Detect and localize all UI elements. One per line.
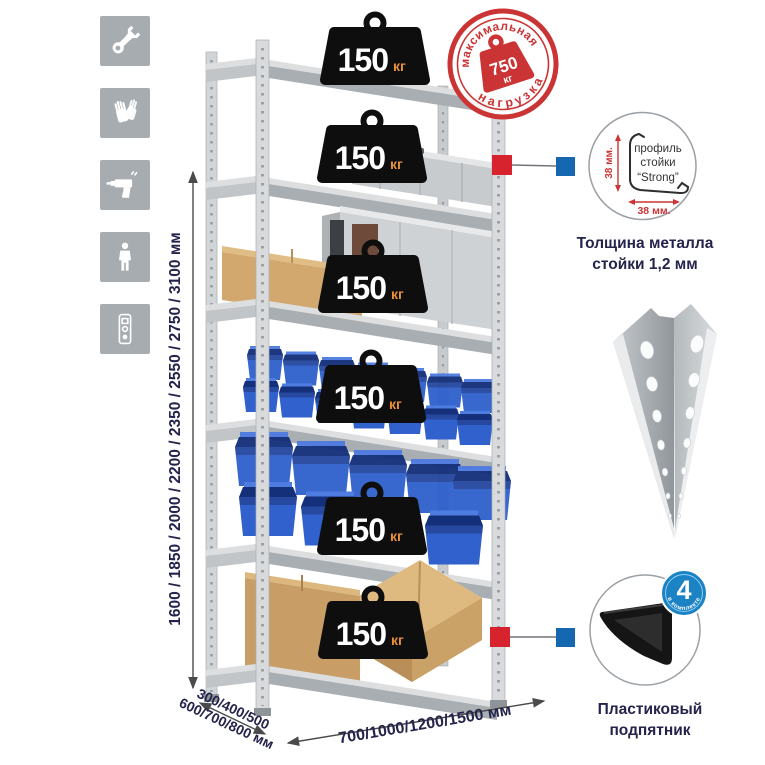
perforations bbox=[640, 334, 704, 519]
person-tile bbox=[100, 232, 150, 282]
load-value: 150 bbox=[338, 42, 389, 78]
load-badge-6: 150 кг bbox=[318, 585, 428, 659]
shelf-1 bbox=[206, 58, 497, 114]
front-posts bbox=[204, 39, 507, 716]
level-icon bbox=[118, 313, 132, 345]
shelf-3 bbox=[206, 299, 497, 355]
dimension-lines bbox=[188, 170, 546, 747]
profile-horizontal-dim: 38 мм. bbox=[637, 205, 670, 217]
stamp-unit: кг bbox=[502, 73, 514, 86]
profile-detail-circle: 38 мм. 38 мм. профиль стойки “Strong” bbox=[588, 111, 697, 221]
profile-caption-line2: стойки 1,2 мм bbox=[592, 256, 698, 273]
foot-caption-line2: подпятник bbox=[609, 722, 691, 739]
marker-red-bottom bbox=[490, 627, 510, 647]
foot-caption-line1: Пластиковый bbox=[597, 701, 703, 718]
load-value: 150 bbox=[335, 512, 386, 548]
shelf-load-badges: 150 кг 150 кг 150 кг 150 кг bbox=[316, 11, 430, 659]
load-value: 150 bbox=[336, 270, 387, 306]
gloves-tile bbox=[100, 88, 150, 138]
marker-blue-bottom bbox=[556, 628, 575, 647]
angle-post-image bbox=[613, 304, 717, 538]
count-badge-value: 4 bbox=[676, 575, 691, 605]
profile-caption-line1: Толщина металла bbox=[576, 235, 714, 252]
wrench-tile bbox=[100, 16, 150, 66]
wrench-icon bbox=[112, 25, 141, 54]
marker-red-top bbox=[492, 155, 512, 175]
load-unit: кг bbox=[389, 396, 402, 412]
profile-dim-arrows bbox=[615, 134, 680, 205]
load-badge-3: 150 кг bbox=[318, 239, 428, 313]
profile-cross-section bbox=[629, 133, 689, 195]
marker-blue-top bbox=[556, 157, 575, 176]
profile-caption: Толщина металла стойки 1,2 мм bbox=[572, 233, 718, 275]
load-badge-1: 150 кг bbox=[320, 11, 430, 85]
drill-tile bbox=[100, 160, 150, 210]
load-badge-5: 150 кг bbox=[317, 481, 427, 555]
shelf-2 bbox=[206, 176, 497, 232]
profile-vertical-dim: 38 мм. bbox=[604, 147, 615, 179]
stamp-weight-icon bbox=[479, 34, 535, 93]
profile-label-3: “Strong” bbox=[637, 172, 679, 184]
foot-detail-circle: 4 в комплекте bbox=[589, 569, 708, 686]
load-value: 150 bbox=[335, 140, 386, 176]
plastic-foot bbox=[599, 602, 672, 665]
level-tile bbox=[100, 304, 150, 354]
load-badge-4: 150 кг bbox=[316, 349, 426, 423]
load-badge-2: 150 кг bbox=[317, 109, 427, 183]
gloves-icon bbox=[114, 99, 138, 123]
load-unit: кг bbox=[393, 58, 406, 74]
load-unit: кг bbox=[391, 286, 404, 302]
profile-label-2: стойки bbox=[640, 157, 675, 169]
drill-icon bbox=[106, 170, 138, 198]
load-unit: кг bbox=[391, 632, 404, 648]
load-unit: кг bbox=[390, 528, 403, 544]
callout-markers bbox=[490, 155, 575, 647]
count-badge: 4 в комплекте bbox=[660, 569, 708, 617]
max-load-stamp: максимальная нагрузка 750 кг bbox=[447, 7, 559, 120]
height-dimension-label: 1600 / 1850 / 2000 / 2200 / 2350 / 2550 … bbox=[167, 232, 184, 626]
load-value: 150 bbox=[336, 616, 387, 652]
profile-label-1: профиль bbox=[634, 143, 682, 155]
person-icon bbox=[119, 242, 131, 271]
load-value: 150 bbox=[334, 380, 385, 416]
load-unit: кг bbox=[390, 156, 403, 172]
foot-caption: Пластиковый подпятник bbox=[577, 699, 723, 741]
profile-labels: профиль стойки “Strong” bbox=[634, 143, 682, 184]
